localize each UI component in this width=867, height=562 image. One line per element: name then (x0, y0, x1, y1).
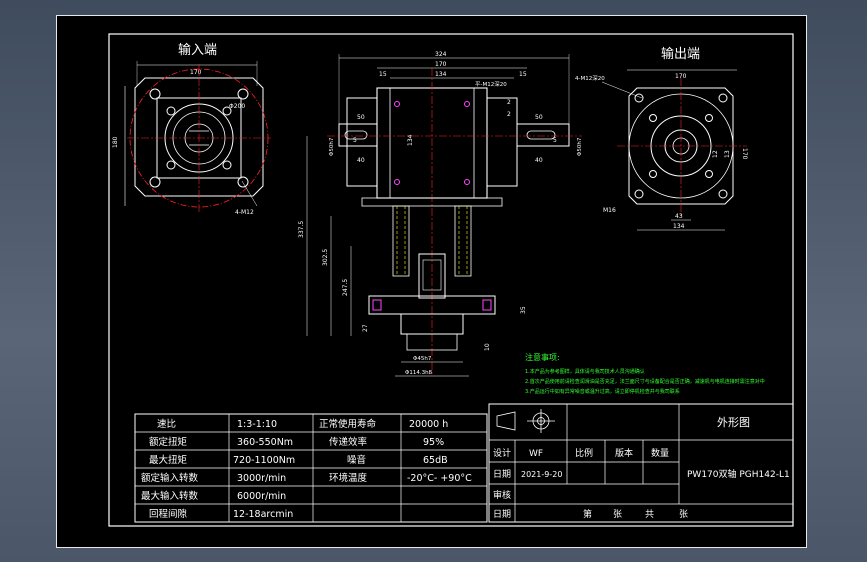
front-key-note: 平-M12深20 (475, 80, 507, 88)
notes-line-2: 2.首次产品使用前请检查润滑油是否充足，法兰面尺寸与设备配合是否正确，减速机与电… (525, 378, 765, 385)
spec-value-0: 1:3-1:10 (237, 419, 277, 430)
design-label: 设计 (493, 447, 511, 459)
sheet-di: 第 (583, 508, 592, 520)
inner-frame (108, 33, 794, 527)
spec-label2-2: 噪音 (347, 454, 366, 466)
front-dim-324: 324 (435, 51, 447, 58)
input-flange-outline (134, 77, 264, 197)
review-label: 审核 (493, 489, 511, 501)
spec-value-4: 6000r/min (237, 491, 286, 502)
front-dim-170: 170 (435, 61, 447, 68)
output-dim-12: 12 (712, 150, 719, 158)
title-block: 外形图 设计 WF 比例 版本 数量 日期 2021-9-20 PW170双轴 … (488, 403, 794, 523)
front-dim-3025: 302.5 (322, 249, 329, 266)
sheet-zhang: 张 (613, 509, 622, 520)
front-dim-27: 27 (362, 324, 369, 332)
date-value: 2021-9-20 (521, 470, 562, 479)
output-dim-holes: 4-M12深20 (575, 74, 605, 82)
front-dim-50b: 50 (535, 114, 543, 121)
front-dim-50a: 50 (357, 114, 365, 121)
output-dim-134: 134 (673, 223, 685, 230)
drawing-sheet: 输入端 170 180 Φ200 4-M12 324 170 (56, 15, 807, 548)
scale-label: 比例 (575, 447, 593, 459)
front-shaft-dia-right: Φ50h7 (577, 137, 583, 156)
part-name: PW170双轴 PGH142-L1 (687, 468, 790, 480)
front-dim-5a: 5 (353, 137, 357, 144)
output-flange-outline (628, 87, 734, 205)
sheet-gong: 共 (645, 509, 654, 520)
input-dim-holes: 4-M12 (235, 209, 254, 216)
output-dim-m16: M16 (603, 207, 616, 214)
front-dim-40a: 40 (357, 157, 365, 164)
notes-title: 注意事项: (525, 352, 560, 362)
front-dim-2b: 2 (507, 111, 511, 118)
spec-label2-3: 环境温度 (329, 472, 368, 484)
output-dim-right: 170 (741, 148, 748, 160)
notes-line-1: 1.本产品为参考图样，具体请与我司技术人员沟通确认 (525, 368, 645, 375)
version-label: 版本 (615, 447, 633, 459)
notes-line-3: 3.产品运行中如有异常噪音或温升过高，请立即停机检查并与我司联系 (525, 388, 680, 395)
front-dim-fd2: Φ114.3h8 (405, 370, 433, 376)
drawing-type: 外形图 (717, 416, 750, 429)
spec-table: 速比 1:3-1:10 正常使用寿命 20000 h 额定扭矩 360-550N… (134, 413, 488, 523)
qty-label: 数量 (651, 447, 669, 459)
input-dim-left: 180 (112, 136, 119, 148)
spec-label-0: 速比 (157, 418, 176, 430)
spec-label-1: 额定扭矩 (149, 436, 188, 448)
front-dim-2a: 2 (507, 99, 511, 106)
front-dim-40b: 40 (535, 157, 543, 164)
front-dim-15a: 15 (379, 71, 387, 78)
spec-label-4: 最大输入转数 (141, 490, 199, 502)
spec-value-2: 720-1100Nm (233, 455, 295, 466)
output-dim-13: 13 (724, 150, 731, 158)
designer: WF (529, 449, 543, 459)
date2-label: 日期 (493, 509, 511, 520)
date-label: 日期 (493, 469, 511, 480)
front-dim-2475: 247.5 (342, 279, 349, 296)
front-dim-35: 35 (520, 306, 527, 314)
front-shaft-dia-left: Φ50h7 (329, 137, 335, 156)
front-view: 324 170 134 15 15 平-M12深20 50 50 40 40 1… (298, 51, 583, 377)
output-dim-top: 170 (675, 73, 687, 80)
output-dim-43: 43 (675, 213, 683, 220)
notes-block: 注意事项: 1.本产品为参考图样，具体请与我司技术人员沟通确认 2.首次产品使用… (525, 352, 765, 395)
front-dim-134v: 134 (407, 134, 414, 146)
sheet-zhang2: 张 (679, 509, 688, 520)
spec-label-2: 最大扭矩 (149, 454, 188, 466)
spec-value2-2: 65dB (423, 455, 448, 466)
front-dim-10: 10 (484, 343, 491, 351)
cad-drawing: 输入端 170 180 Φ200 4-M12 324 170 (108, 33, 794, 527)
input-view-title: 输入端 (178, 42, 217, 58)
spec-label2-1: 传递效率 (329, 436, 368, 448)
front-dim-134: 134 (435, 71, 447, 78)
input-end-view: 输入端 170 180 Φ200 4-M12 (112, 42, 271, 216)
spec-value-5: 12-18arcmin (233, 509, 293, 520)
output-end-view: 输出端 170 4-M12深20 170 13 12 M16 43 134 (575, 46, 748, 231)
spec-value-3: 3000r/min (237, 473, 286, 484)
spec-value2-1: 95% (423, 437, 444, 448)
spec-value2-0: 20000 h (409, 419, 448, 430)
input-dim-dia: Φ200 (229, 103, 245, 110)
projection-symbol (496, 409, 555, 433)
input-dim-top: 170 (190, 69, 202, 76)
spec-value-1: 360-550Nm (237, 437, 293, 448)
spec-label-5: 回程间隙 (149, 508, 188, 520)
front-dim-3375: 337.5 (298, 221, 305, 238)
spec-value2-3: -20°C- +90°C (407, 473, 472, 484)
front-dim-5b: 5 (553, 137, 557, 144)
front-dim-fd1: Φ45h7 (413, 356, 432, 362)
front-dim-15b: 15 (519, 71, 527, 78)
output-view-title: 输出端 (661, 46, 700, 62)
spec-label2-0: 正常使用寿命 (319, 418, 377, 430)
spec-label-3: 额定输入转数 (141, 472, 199, 484)
